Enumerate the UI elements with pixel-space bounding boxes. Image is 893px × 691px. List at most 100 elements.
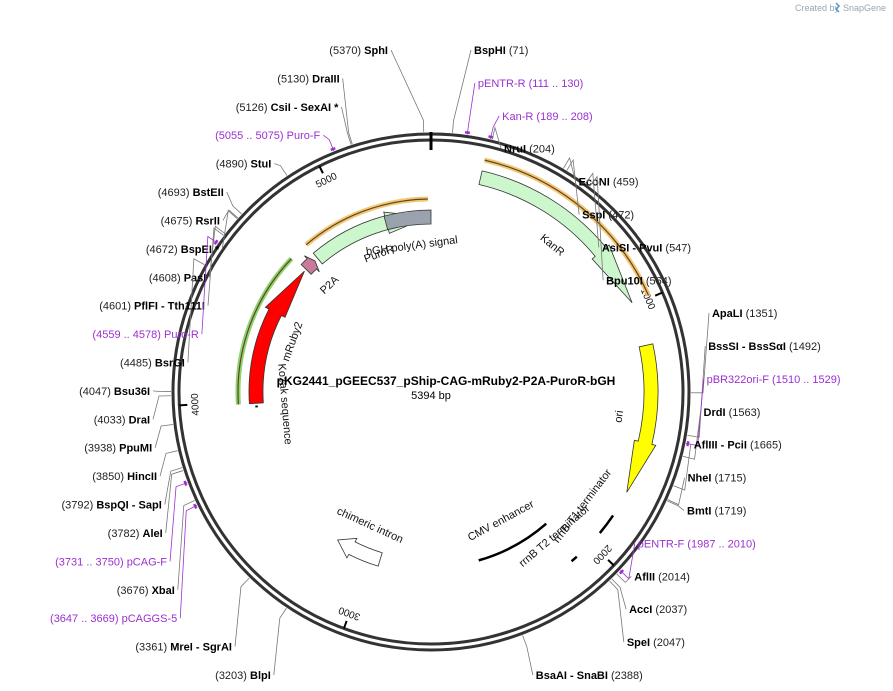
site-stui[interactable]: (4890) StuI (216, 159, 288, 176)
site-csii[interactable]: (5126) CsiI - SexAI * (236, 102, 352, 145)
site-alei[interactable]: (3782) AleI (108, 470, 184, 540)
site-text: BsaAI - SnaBI (2388) (536, 670, 643, 682)
primer-pbr322ori-f[interactable]: pBR322ori-F (1510 .. 1529) (685, 374, 841, 447)
feature-shape-cmv-enhancer (478, 522, 548, 562)
feature-chimeric-intron[interactable]: chimeric intron (335, 505, 405, 567)
site-text: (4675) RsrII (161, 215, 220, 227)
feature-shape-kanr (478, 170, 633, 304)
feature-shape-p2a (300, 255, 320, 275)
site-bsrgi[interactable]: (4485) BsrGI (120, 258, 205, 370)
site-bsteii[interactable]: (4693) BstEII (158, 187, 242, 215)
leader-line (152, 390, 172, 392)
leader-line (341, 106, 352, 145)
site-apali[interactable]: ApaLI (1351) (690, 308, 777, 394)
site-text: (3647 .. 3669) pCAGGS-5 (50, 613, 177, 625)
site-blpi[interactable]: (3203) BlpI (215, 607, 287, 682)
site-text: (4033) DraI (94, 414, 150, 426)
site-text: EcoNI (459) (579, 177, 639, 189)
site-pasi[interactable]: (4608) PasI (149, 225, 226, 284)
site-bmti[interactable]: BmtI (1719) (666, 500, 746, 518)
plasmid-backbone (171, 132, 691, 652)
feature-label-mruby2: mRuby2 (280, 320, 305, 363)
site-bspei[interactable]: (4672) BspEI * (146, 209, 238, 256)
site-bspqi[interactable]: (3792) BspQI - SapI (61, 467, 183, 512)
leader-line (589, 175, 604, 281)
site-text: NheI (1715) (688, 473, 747, 485)
plasmid-size: 5394 bp (411, 390, 451, 402)
leader-line (687, 346, 706, 438)
site-afliii[interactable]: AflIII - PciI (1665) (673, 440, 782, 491)
site-text: pBR322ori-F (1510 .. 1529) (707, 374, 841, 386)
site-sphi[interactable]: (5370) SphI (329, 45, 425, 133)
leader-line (342, 78, 353, 145)
site-text: (3361) MreI - SgrAI (135, 642, 232, 654)
primer-mark (183, 480, 188, 487)
leader-line (165, 470, 184, 533)
site-asisi[interactable]: AsiSI - PvuI (547) (585, 172, 691, 254)
site-text: (4047) Bsu36I (79, 386, 150, 398)
site-rsrii[interactable]: (4675) RsrII (161, 209, 239, 228)
primer-pentr-f[interactable]: pENTR-F (1987 .. 2010) (618, 538, 756, 580)
site-sspi[interactable]: SspI (472) (566, 158, 634, 221)
site-acci[interactable]: AccI (2037) (611, 578, 687, 616)
snapgene-logo-icon (834, 2, 841, 13)
site-bsssi[interactable]: BssSI - BssSαI (1492) (687, 341, 821, 438)
leader-line (566, 158, 580, 215)
primer-pentr-r[interactable]: pENTR-R (111 .. 130) (464, 78, 583, 135)
primer-kan-r[interactable]: Kan-R (189 .. 208) (488, 111, 593, 139)
site-drai[interactable]: (4033) DraI (94, 395, 172, 427)
site-hincii[interactable]: (3850) HincII (92, 450, 178, 483)
leader-line (491, 126, 502, 149)
feature-label-cmv-enhancer: CMV enhancer (466, 498, 537, 544)
site-text: (5130) DraIII (277, 73, 339, 85)
primer-mark (618, 569, 625, 575)
site-econi[interactable]: EcoNI (459) (563, 156, 639, 189)
primer-puro-f[interactable]: (5055 .. 5075) Puro-F (215, 130, 336, 152)
site-draiii[interactable]: (5130) DraIII (277, 73, 353, 145)
site-bsaai[interactable]: BsaAI - SnaBI (2388) (522, 635, 643, 682)
leader-line (274, 163, 288, 176)
site-ppumi[interactable]: (3938) PpuMI (84, 424, 174, 455)
watermark-brand: SnapGene (843, 3, 886, 13)
site-drdi[interactable]: DrdI (1563) (682, 407, 760, 460)
site-text: (4601) PflFI - Tth111I (99, 301, 205, 313)
primer-pcag-f[interactable]: (3731 .. 3750) pCAG-F (55, 480, 188, 568)
leader-line (164, 467, 183, 505)
site-text: (5126) CsiI - SexAI * (236, 102, 339, 114)
tick-mark-2000 (607, 559, 615, 567)
leader-line (221, 209, 238, 249)
leader-line (682, 411, 701, 460)
site-aflii[interactable]: AflII (2014) (616, 571, 690, 583)
leader-line (222, 209, 239, 221)
site-nrui[interactable]: NruI (204) (491, 126, 555, 156)
feature-label-ori: ori (613, 410, 626, 424)
site-mrei[interactable]: (3361) MreI - SgrAI (135, 577, 250, 654)
site-bsphi[interactable]: BspHI (71) (452, 45, 528, 133)
site-text: BspHI (71) (474, 45, 528, 57)
site-text: (5055 .. 5075) Puro-F (215, 130, 320, 142)
site-xbai[interactable]: (3676) XbaI (117, 500, 195, 597)
site-text: (4485) BsrGI (120, 358, 185, 370)
feature-shape-ori (626, 343, 659, 493)
tick-label-4000: 4000 (190, 393, 202, 416)
feature-label-p2a: P2A (318, 273, 342, 296)
site-text: (4559 .. 4578) Puro-R (92, 329, 198, 341)
feature-ori[interactable]: ori (613, 343, 659, 493)
site-bsu36i[interactable]: (4047) Bsu36I (79, 386, 172, 398)
feature-shape-mruby2 (248, 270, 305, 405)
site-bpu10i[interactable]: Bpu10I (564) (589, 175, 672, 288)
tick-label-3000: 3000 (337, 604, 362, 622)
site-nhei[interactable]: NheI (1715) (667, 473, 747, 506)
site-text: (4693) BstEII (158, 187, 224, 199)
primer-puro-r[interactable]: (4559 .. 4578) Puro-R (92, 235, 219, 341)
site-pflfi[interactable]: (4601) PflFI - Tth111I (99, 227, 224, 313)
feature-guide-line-puror (305, 198, 428, 246)
site-spei[interactable]: SpeI (2047) (609, 580, 685, 649)
site-text: (4608) PasI (149, 272, 207, 284)
primer-pcaggs-5[interactable]: (3647 .. 3669) pCAGGS-5 (50, 503, 198, 625)
site-text: (3203) BlpI (215, 670, 271, 682)
tick-mark-3000 (342, 620, 348, 629)
leader-line (611, 578, 627, 610)
feature-label-bgh-poly-a-signal: bGH poly(A) signal (365, 234, 458, 258)
